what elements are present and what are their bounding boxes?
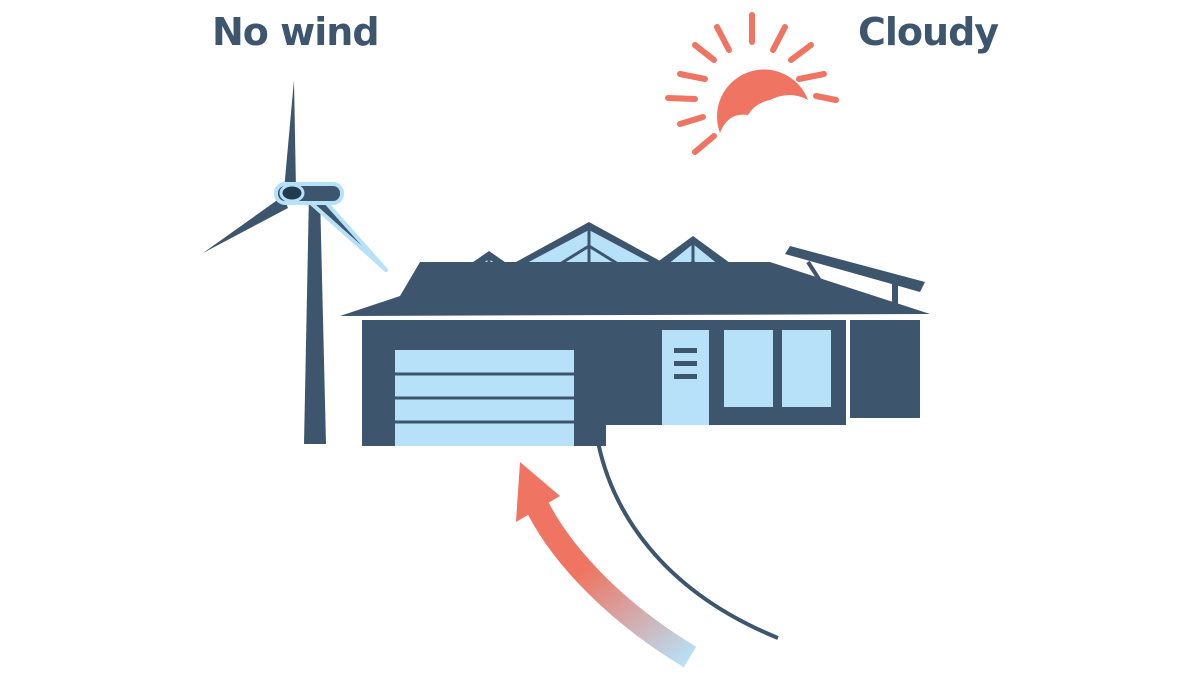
ground-pipe	[596, 441, 779, 640]
roof	[340, 262, 930, 316]
garage-door	[395, 350, 574, 446]
wind-turbine-icon	[203, 80, 388, 444]
curved-arrow-icon	[516, 462, 697, 668]
sun-icon	[665, 12, 839, 155]
house-icon	[340, 222, 930, 446]
no-wind-label: No wind	[212, 10, 380, 54]
cloudy-label: Cloudy	[858, 10, 999, 54]
window-left	[724, 330, 773, 407]
front-door	[662, 330, 709, 425]
window-right	[782, 330, 831, 407]
house-wing	[850, 320, 920, 418]
